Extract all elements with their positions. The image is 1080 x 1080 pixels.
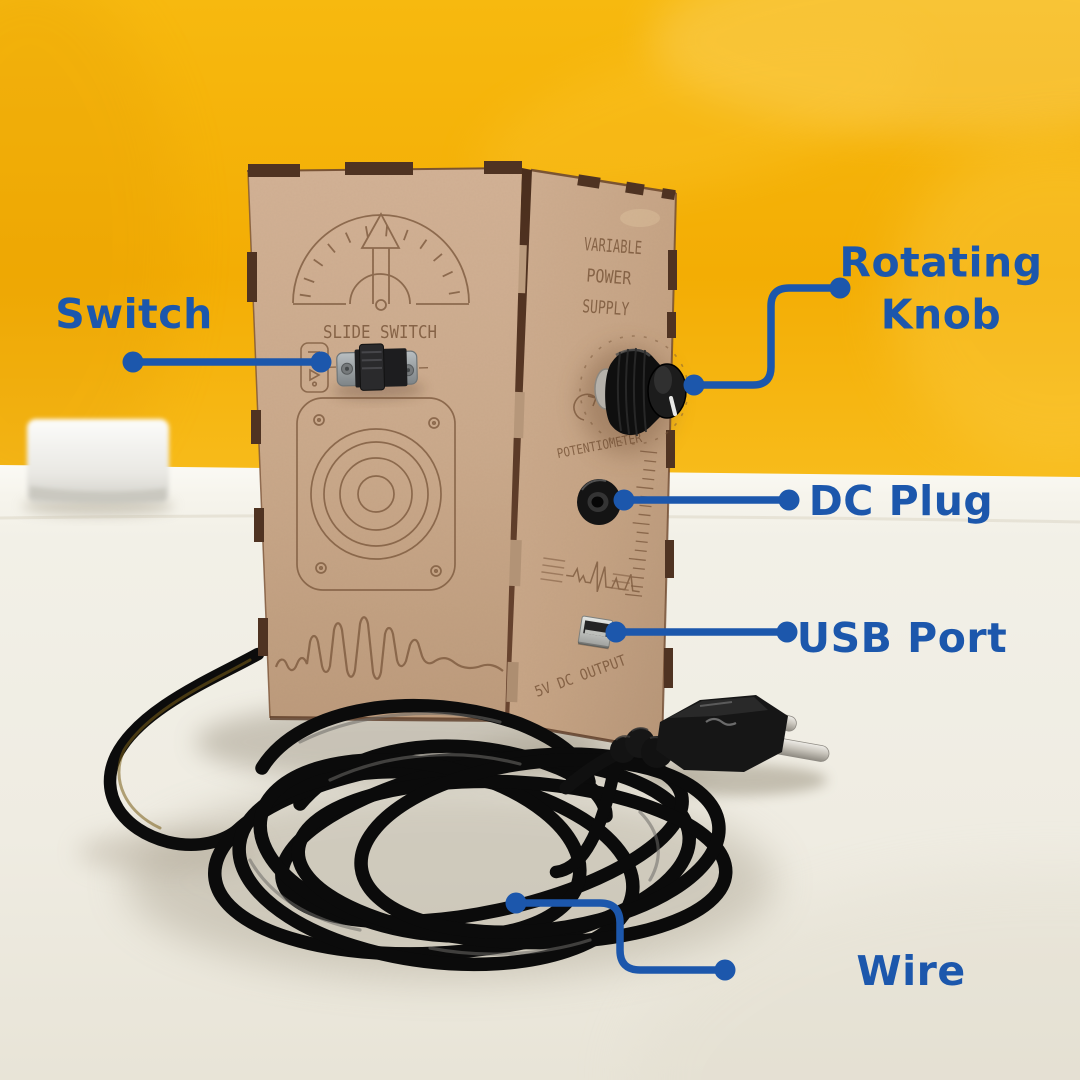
label-usb-port: USB Port <box>796 613 1008 662</box>
engraving-power: POWER <box>586 265 632 289</box>
leader-dc-plug <box>613 489 800 511</box>
waveform-engraving <box>274 616 504 680</box>
wall-sheen <box>0 0 1080 510</box>
power-plug <box>559 695 830 795</box>
usb-port <box>577 615 614 650</box>
box-side-panel: VARIABLE POWER SUPPLY POTENTIOMETER <box>502 168 689 752</box>
eraser-block <box>22 419 174 516</box>
label-wire: Wire <box>856 946 966 995</box>
wire-coil-highlights <box>248 711 660 956</box>
finger-joints-front <box>247 161 522 656</box>
leader-wire <box>505 892 736 981</box>
leader-usb-port <box>605 621 798 643</box>
wire-stray-loop <box>103 647 265 851</box>
speaker-engraving <box>296 397 456 591</box>
slide-switch <box>327 343 429 400</box>
ecg-engraving <box>540 557 640 593</box>
label-rotating-knob-line2: Knob <box>880 291 1002 339</box>
box-front-panel: SLIDE SWITCH <box>246 161 523 722</box>
leader-rotating-knob <box>683 277 851 396</box>
knob-ridges <box>616 347 647 437</box>
label-switch: Switch <box>55 289 213 338</box>
table-vignette <box>630 870 1080 1080</box>
rotating-knob <box>580 346 687 454</box>
label-rotating-knob: Rotating Knob <box>839 237 1042 342</box>
finger-joints-side <box>577 174 677 688</box>
dc-jack <box>577 479 621 525</box>
power-supply-box: VARIABLE POWER SUPPLY POTENTIOMETER <box>246 161 689 752</box>
engraving-slide-switch: SLIDE SWITCH <box>323 323 437 343</box>
engraving-variable: VARIABLE <box>583 234 642 259</box>
callout-leaders <box>122 277 851 981</box>
label-dc-plug: DC Plug <box>808 476 994 525</box>
gauge-engraving <box>292 212 470 311</box>
panel-title-engraving: VARIABLE POWER SUPPLY <box>581 234 642 320</box>
label-rotating-knob-line1: Rotating <box>839 238 1043 287</box>
leader-switch <box>122 351 332 373</box>
knob-indicator-mark <box>669 396 677 416</box>
plug-logo-mark <box>705 717 737 726</box>
engraving-supply: SUPPLY <box>581 296 629 320</box>
